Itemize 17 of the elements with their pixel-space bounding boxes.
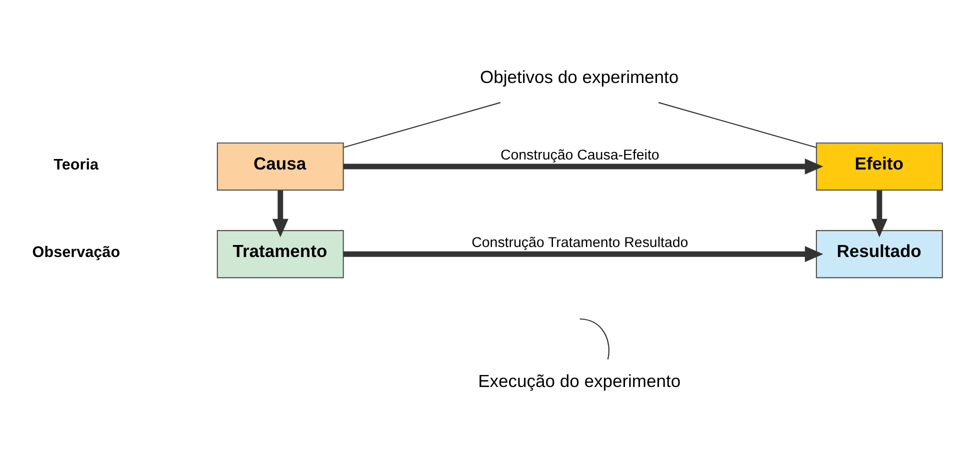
edge-label: Construção Tratamento Resultado bbox=[472, 234, 688, 250]
arrow bbox=[272, 190, 288, 237]
node-text: Objetivos do experimento bbox=[480, 66, 679, 87]
node-box: Resultado bbox=[816, 230, 943, 278]
label: Observação bbox=[32, 244, 120, 261]
node-box: Causa bbox=[216, 142, 344, 190]
arrow bbox=[343, 246, 824, 262]
label: Teoria bbox=[54, 156, 99, 173]
connector bbox=[580, 318, 610, 359]
node-box: Tratamento bbox=[216, 230, 344, 278]
arrow bbox=[343, 158, 824, 174]
edge-label: Construção Causa-Efeito bbox=[500, 146, 660, 163]
node-box: Efeito bbox=[816, 142, 943, 190]
arrow bbox=[871, 190, 888, 237]
connector bbox=[658, 102, 817, 148]
connector bbox=[344, 102, 501, 148]
node-text: Execução do experimento bbox=[478, 370, 681, 391]
